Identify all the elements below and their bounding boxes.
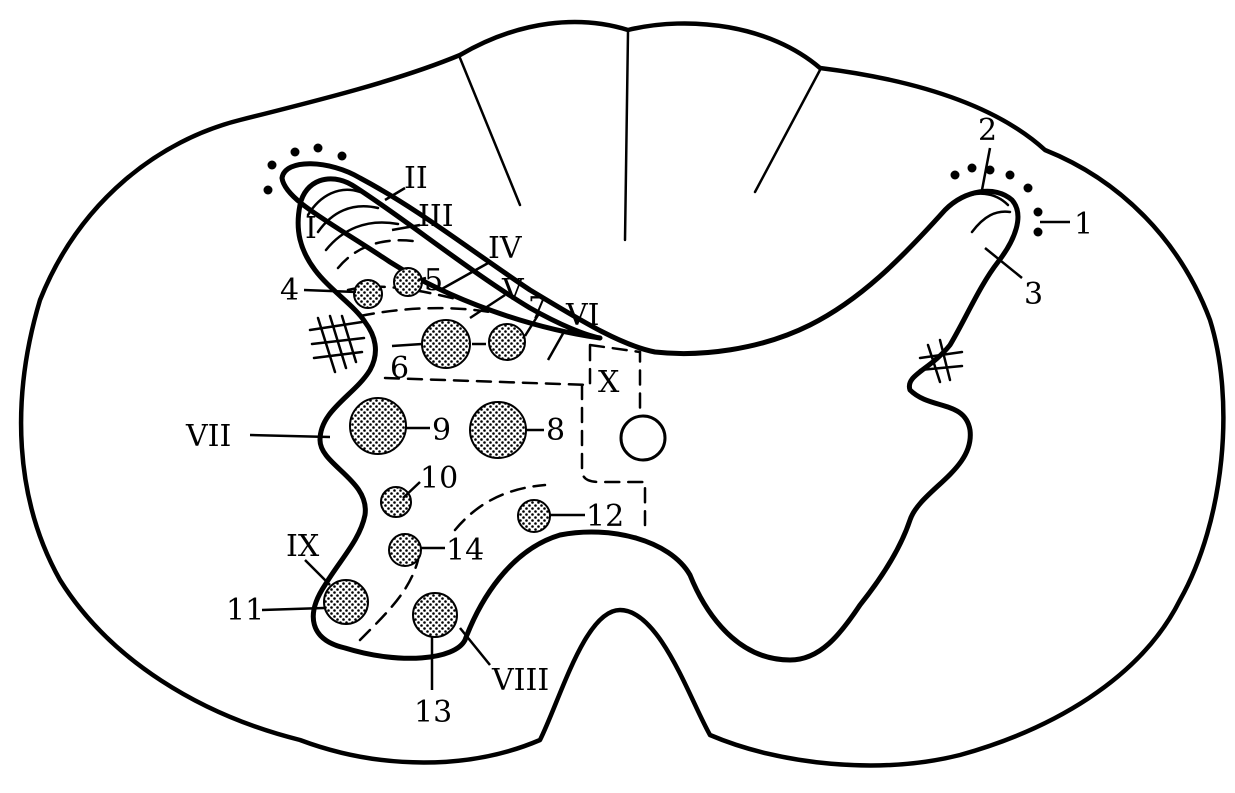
label-lamina-viii: VIII [491, 663, 549, 698]
label-nucleus-5: 5 [424, 263, 443, 298]
label-nucleus-10: 10 [420, 461, 458, 496]
label-nucleus-11: 11 [226, 593, 264, 628]
label-nucleus-14: 14 [446, 533, 484, 568]
label-nucleus-12: 12 [586, 499, 624, 534]
nucleus-6 [422, 320, 470, 368]
label-lamina-iii: III [418, 199, 454, 234]
nucleus-9 [350, 398, 406, 454]
nucleus-8 [470, 402, 526, 458]
label-nucleus-9: 9 [432, 413, 451, 448]
nucleus-12 [518, 500, 550, 532]
dorsal-intermediate-septum-right [755, 70, 820, 192]
dorsal-intermediate-septum-left [460, 58, 520, 205]
nucleus-4 [354, 280, 382, 308]
hash-marks-right [920, 340, 962, 382]
label-nucleus-8: 8 [546, 413, 565, 448]
hash-marks-left [310, 316, 364, 372]
label-nucleus-3: 3 [1024, 277, 1043, 312]
lamina-vi-vii-boundary [385, 345, 590, 385]
label-lamina-vii: VII [185, 419, 231, 454]
label-nucleus-7: 7 [528, 291, 547, 326]
label-lamina-ix: IX [286, 529, 320, 564]
dorsal-median-septum [625, 32, 628, 240]
marginal-dots-right [951, 164, 1043, 237]
spinal-cord-outline [21, 22, 1223, 765]
label-lamina-x: X [598, 365, 620, 400]
label-lamina-v: V [501, 273, 525, 308]
nucleus-5 [394, 268, 422, 296]
nucleus-11 [324, 580, 368, 624]
lamina-v-dashes [360, 308, 490, 316]
right-dorsal-horn-inner-2 [972, 212, 1010, 232]
nucleus-13 [413, 593, 457, 637]
label-lamina-vi: VI [565, 298, 600, 333]
label-nucleus-6: 6 [390, 351, 409, 386]
label-lamina-ii: II [404, 161, 428, 196]
label-nucleus-4: 4 [280, 273, 299, 308]
label-nucleus-13: 13 [414, 695, 452, 730]
nucleus-10 [381, 487, 411, 517]
nucleus-7 [489, 324, 525, 360]
label-lamina-iv: IV [488, 231, 523, 266]
label-nucleus-1: 1 [1074, 207, 1093, 242]
label-lamina-i: I [305, 211, 317, 246]
central-canal [621, 416, 665, 460]
label-nucleus-2: 2 [978, 113, 997, 148]
nucleus-14 [389, 534, 421, 566]
